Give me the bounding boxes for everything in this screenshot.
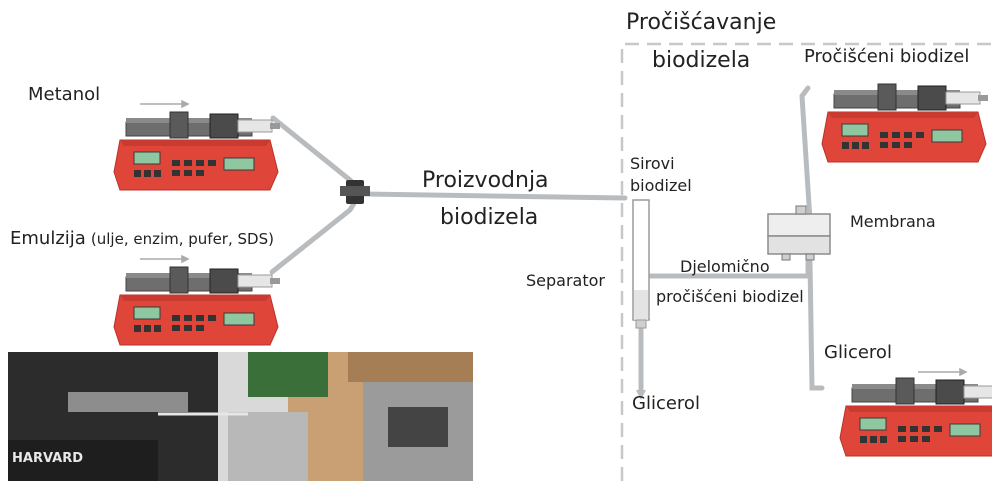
label-sirovi-2: biodizel (630, 176, 692, 195)
t-connector-icon (340, 180, 370, 204)
label-emulzija-detail: (ulje, enzim, pufer, SDS) (90, 230, 274, 248)
label-procisc-1: Pročišćavanje (626, 10, 777, 35)
purification-border (620, 42, 992, 481)
label-procisc-2: biodizela (652, 48, 751, 73)
setup-photo: HARVARD (8, 352, 473, 481)
label-emulzija-main: Emulzija (10, 228, 86, 249)
label-procisceni-biodizel: Pročišćeni biodizel (804, 46, 970, 67)
syringe-pump-icon-procisceni (821, 83, 989, 163)
label-separator: Separator (526, 271, 605, 290)
label-djelomicno-2: pročišćeni biodizel (656, 287, 804, 306)
label-glicerol-right: Glicerol (824, 342, 892, 363)
photo-brand-label: HARVARD (12, 451, 83, 466)
label-metanol: Metanol (28, 84, 101, 105)
syringe-pump-icon-emulzija (113, 266, 281, 346)
label-membrana: Membrana (850, 212, 936, 231)
syringe-pump-icon-glicerol (839, 377, 992, 457)
label-proizvodnja-1: Proizvodnja (422, 168, 549, 193)
label-sirovi-1: Sirovi (630, 154, 675, 173)
label-djelomicno-1: Djelomično (680, 257, 770, 276)
flow-arrows (140, 99, 968, 377)
label-glicerol-bottom: Glicerol (632, 393, 700, 414)
tubing (269, 85, 825, 395)
separator-icon (632, 199, 650, 329)
label-proizvodnja-2: biodizela (440, 205, 539, 230)
label-emulzija: Emulzija (ulje, enzim, pufer, SDS) (10, 230, 274, 248)
syringe-pump-icon-metanol (113, 111, 281, 191)
membrana-icon (767, 205, 831, 261)
